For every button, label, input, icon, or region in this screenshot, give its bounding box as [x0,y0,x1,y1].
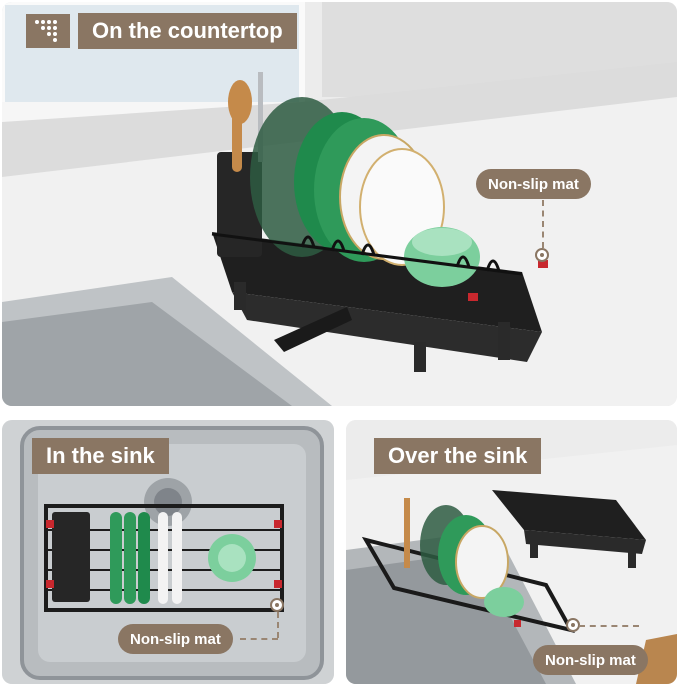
over-sink-scene [346,420,677,684]
countertop-title: On the countertop [78,13,297,49]
countertop-marker [535,248,549,262]
over-sink-marker [566,618,580,632]
over-sink-title: Over the sink [374,438,542,474]
in-sink-leader-h [240,638,278,640]
countertop-scene [2,2,677,406]
grid-dots-icon [26,14,70,48]
countertop-leader [542,200,544,248]
over-sink-callout: Non-slip mat [533,645,648,675]
in-sink-leader-v [277,612,279,638]
in-sink-callout: Non-slip mat [118,624,233,654]
countertop-panel: On the countertop Non-slip mat [2,2,677,406]
in-sink-title: In the sink [32,438,169,474]
in-sink-panel: In the sink Non-slip mat [2,420,334,684]
grid-dots-icon-glyph [35,20,57,42]
over-sink-panel: Over the sink Non-slip mat [346,420,677,684]
in-sink-marker [270,598,284,612]
countertop-callout: Non-slip mat [476,169,591,199]
over-sink-leader [579,625,639,627]
